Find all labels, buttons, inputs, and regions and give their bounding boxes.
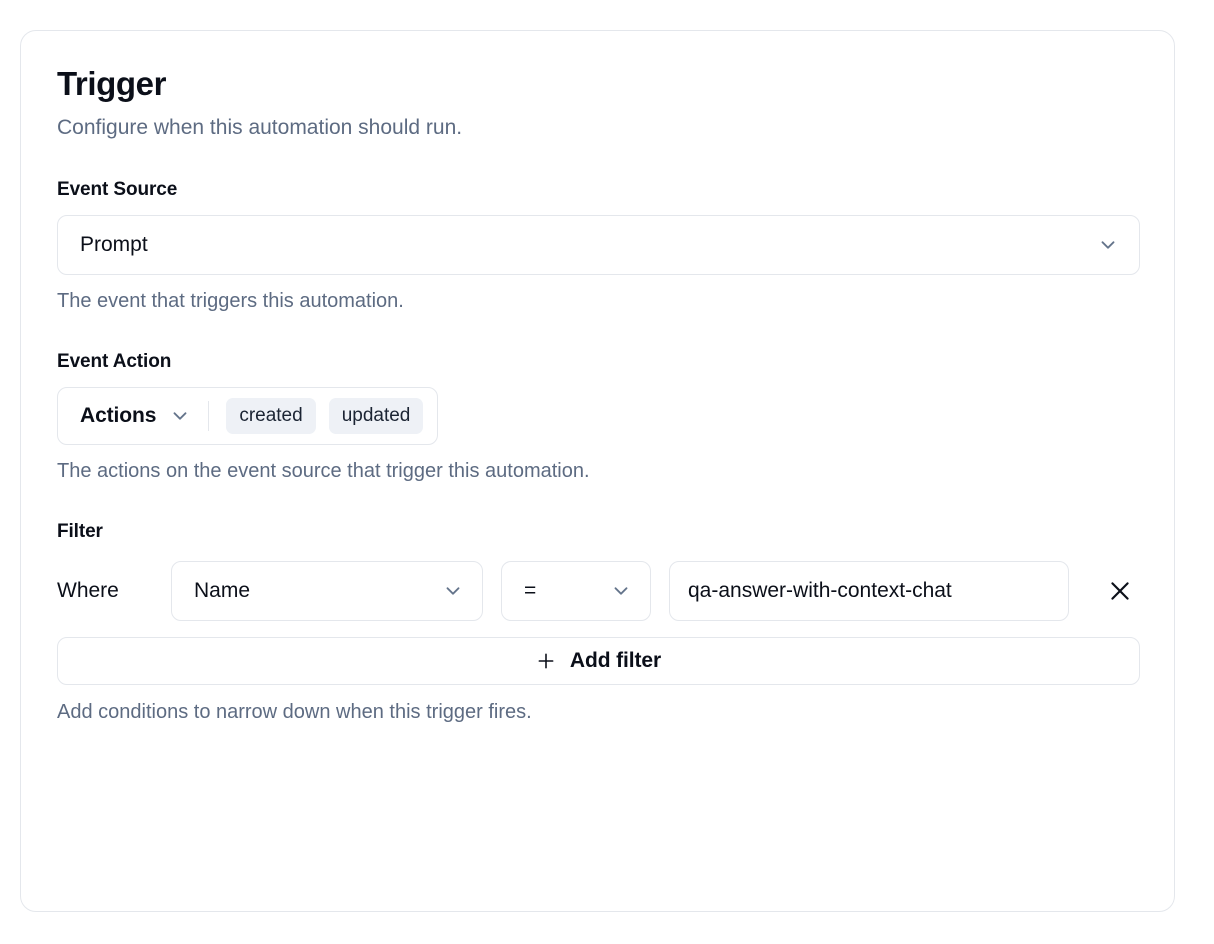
event-source-select[interactable]: Prompt	[57, 215, 1140, 276]
event-action-field: Event Action Actions created updated The…	[57, 351, 1138, 483]
event-action-chip-created[interactable]: created	[226, 398, 316, 435]
close-icon	[1107, 578, 1133, 604]
event-source-value: Prompt	[80, 233, 148, 257]
event-source-field: Event Source Prompt The event that trigg…	[57, 179, 1140, 313]
event-action-combo[interactable]: Actions created updated	[57, 387, 439, 446]
event-action-dropdown-label: Actions	[80, 404, 157, 428]
filter-operator-value: =	[524, 579, 537, 603]
event-action-help: The actions on the event source that tri…	[57, 460, 590, 483]
chevron-down-icon	[169, 405, 191, 427]
add-filter-button[interactable]: Add filter	[57, 637, 1140, 686]
page-title: Trigger	[57, 65, 167, 102]
trigger-card: Trigger Configure when this automation s…	[20, 30, 1175, 912]
chevron-down-icon	[610, 580, 632, 602]
filter-row: Where Name = qa-answer-with-context-chat	[57, 561, 1138, 622]
plus-icon	[536, 651, 556, 671]
chevron-down-icon	[1097, 234, 1119, 256]
combo-divider	[208, 401, 210, 432]
event-source-label: Event Source	[57, 179, 178, 201]
remove-filter-button[interactable]	[1103, 574, 1137, 608]
where-label: Where	[57, 579, 119, 603]
filter-value-input[interactable]: qa-answer-with-context-chat	[669, 561, 1069, 622]
filter-label: Filter	[57, 521, 103, 543]
filter-field: Filter Where Name = qa-answer-with-c	[57, 521, 1140, 724]
event-action-chip-updated[interactable]: updated	[328, 398, 424, 435]
page-subtitle: Configure when this automation should ru…	[57, 115, 463, 139]
filter-operator-select[interactable]: =	[501, 561, 651, 622]
event-action-label: Event Action	[57, 351, 172, 373]
filter-field-select[interactable]: Name	[171, 561, 483, 622]
filter-field-value: Name	[194, 579, 251, 603]
event-source-help: The event that triggers this automation.	[57, 290, 404, 313]
filter-help: Add conditions to narrow down when this …	[57, 701, 532, 724]
filter-value-text: qa-answer-with-context-chat	[688, 579, 952, 603]
add-filter-label: Add filter	[569, 649, 662, 673]
chevron-down-icon	[442, 580, 464, 602]
